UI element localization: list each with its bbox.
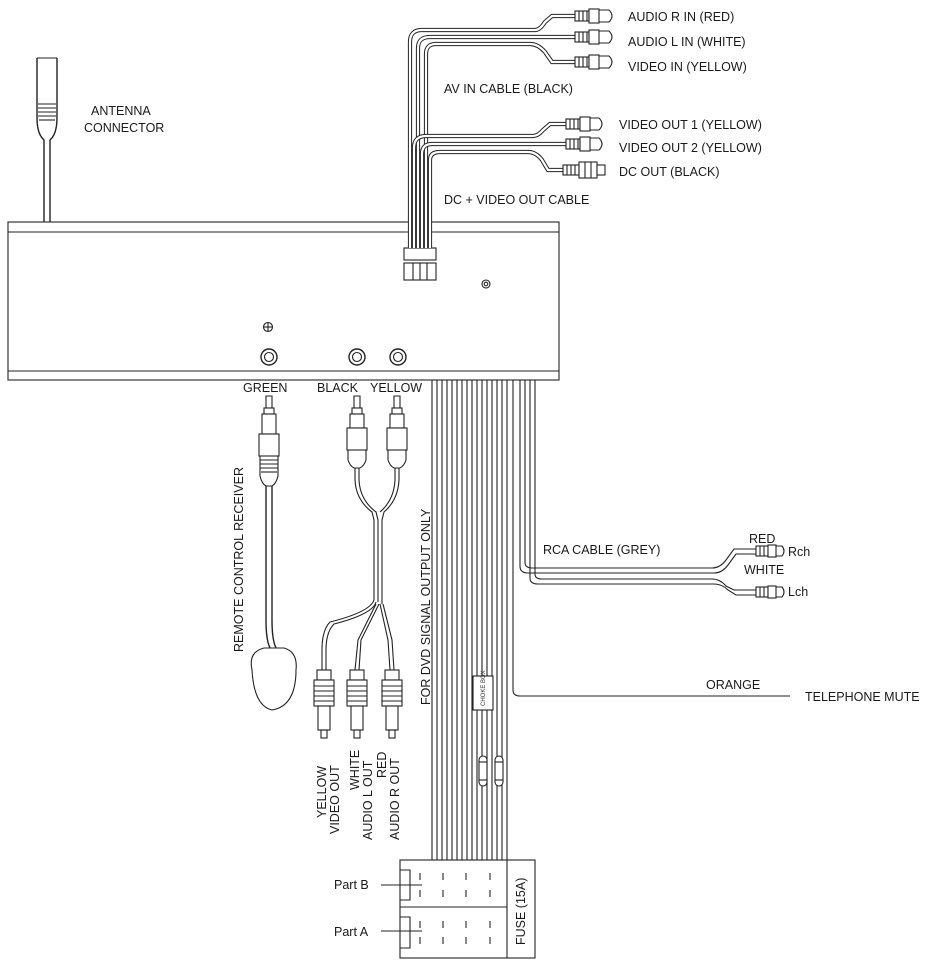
- remote-receiver-label: REMOTE CONTROL RECEIVER: [232, 467, 246, 652]
- audio-l-in-label: AUDIO L IN (WHITE): [628, 35, 746, 49]
- dc-out-label: DC OUT (BLACK): [619, 165, 719, 179]
- choke-box-label: CHOKE BOX: [481, 670, 487, 706]
- audio-r-in-label: AUDIO R IN (RED): [628, 10, 734, 24]
- dvd-output-cable: [321, 395, 408, 671]
- part-b-pins: [419, 873, 491, 897]
- white-label: WHITE: [348, 750, 362, 790]
- rca-plug-white-audio-l-out: [346, 669, 368, 739]
- rca-plug-rch: [755, 544, 785, 558]
- jack-yellow-label: YELLOW: [370, 381, 422, 395]
- rca-plug-video-out-2: [565, 136, 603, 152]
- audio-l-out-label: AUDIO L OUT: [361, 760, 375, 840]
- remote-receiver-eye: [250, 647, 297, 711]
- red-label: RED: [375, 752, 389, 778]
- rca-cable-red: [519, 380, 756, 574]
- fuse-label: FUSE (15A): [514, 878, 528, 945]
- jack-black: [348, 348, 366, 366]
- rca-cable-label: RCA CABLE (GREY): [543, 543, 660, 557]
- dc-video-out-cable-label: DC + VIDEO OUT CABLE: [444, 193, 589, 207]
- rca-plug-yellow-video-out: [313, 669, 335, 739]
- yellow-label: YELLOW: [315, 766, 329, 818]
- wiring-harness: [431, 380, 790, 860]
- orange-label: ORANGE: [706, 678, 760, 692]
- antenna-label-line2: CONNECTOR: [84, 121, 164, 135]
- rca-plug-red-audio-r-out: [381, 669, 403, 739]
- rca-plug-audio-l-in: [574, 29, 613, 45]
- rca-plug-lch: [755, 585, 785, 599]
- av-in-cable-label: AV IN CABLE (BLACK): [444, 82, 573, 96]
- jack-yellow: [389, 348, 407, 366]
- part-a-label: Part A: [334, 925, 369, 939]
- av-in-cable: [407, 13, 575, 248]
- dc-video-out-cable: [411, 121, 566, 248]
- av-connector: [403, 247, 437, 261]
- choke-box: [472, 675, 494, 711]
- inline-fuses: [478, 755, 504, 787]
- part-a-pins: [419, 921, 491, 944]
- rca-white-label: WHITE: [744, 563, 784, 577]
- rca-rch-label: Rch: [788, 545, 810, 559]
- dc-out-plug: [562, 161, 606, 179]
- rca-plug-video-in: [574, 54, 613, 70]
- rca-lch-label: Lch: [788, 585, 808, 599]
- remote-receiver-cable: [258, 395, 280, 649]
- jack-black-label: BLACK: [317, 381, 359, 395]
- orange-wire: [512, 380, 790, 697]
- rca-red-label: RED: [749, 532, 775, 546]
- video-out-2-label: VIDEO OUT 2 (YELLOW): [619, 141, 762, 155]
- iso-connector: [399, 859, 536, 959]
- dvd-signal-label: FOR DVD SIGNAL OUTPUT ONLY: [419, 508, 433, 705]
- video-out-label: VIDEO OUT: [328, 765, 342, 834]
- audio-r-out-label: AUDIO R OUT: [388, 758, 402, 840]
- rca-cable-white: [529, 380, 756, 596]
- video-in-label: VIDEO IN (YELLOW): [628, 60, 747, 74]
- antenna-label-line1: ANTENNA: [91, 104, 151, 118]
- jack-green-label: GREEN: [243, 381, 287, 395]
- rca-plug-audio-r-in: [574, 8, 613, 24]
- part-b-label: Part B: [334, 878, 369, 892]
- jack-green: [260, 348, 278, 366]
- video-out-1-label: VIDEO OUT 1 (YELLOW): [619, 118, 762, 132]
- rca-plug-video-out-1: [565, 116, 603, 132]
- telephone-mute-label: TELEPHONE MUTE: [805, 690, 920, 704]
- head-unit: [7, 221, 560, 381]
